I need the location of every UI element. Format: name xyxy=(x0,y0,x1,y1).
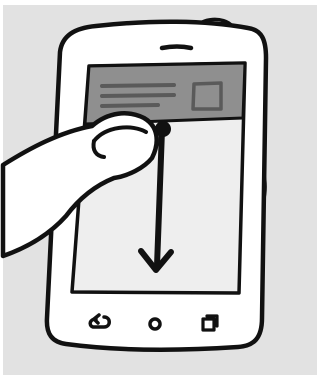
notification-thumbnail xyxy=(193,83,221,109)
earpiece xyxy=(162,47,191,49)
notification-line-2 xyxy=(102,95,174,96)
notification-line-3 xyxy=(102,105,158,106)
notification-line-1 xyxy=(102,85,174,86)
